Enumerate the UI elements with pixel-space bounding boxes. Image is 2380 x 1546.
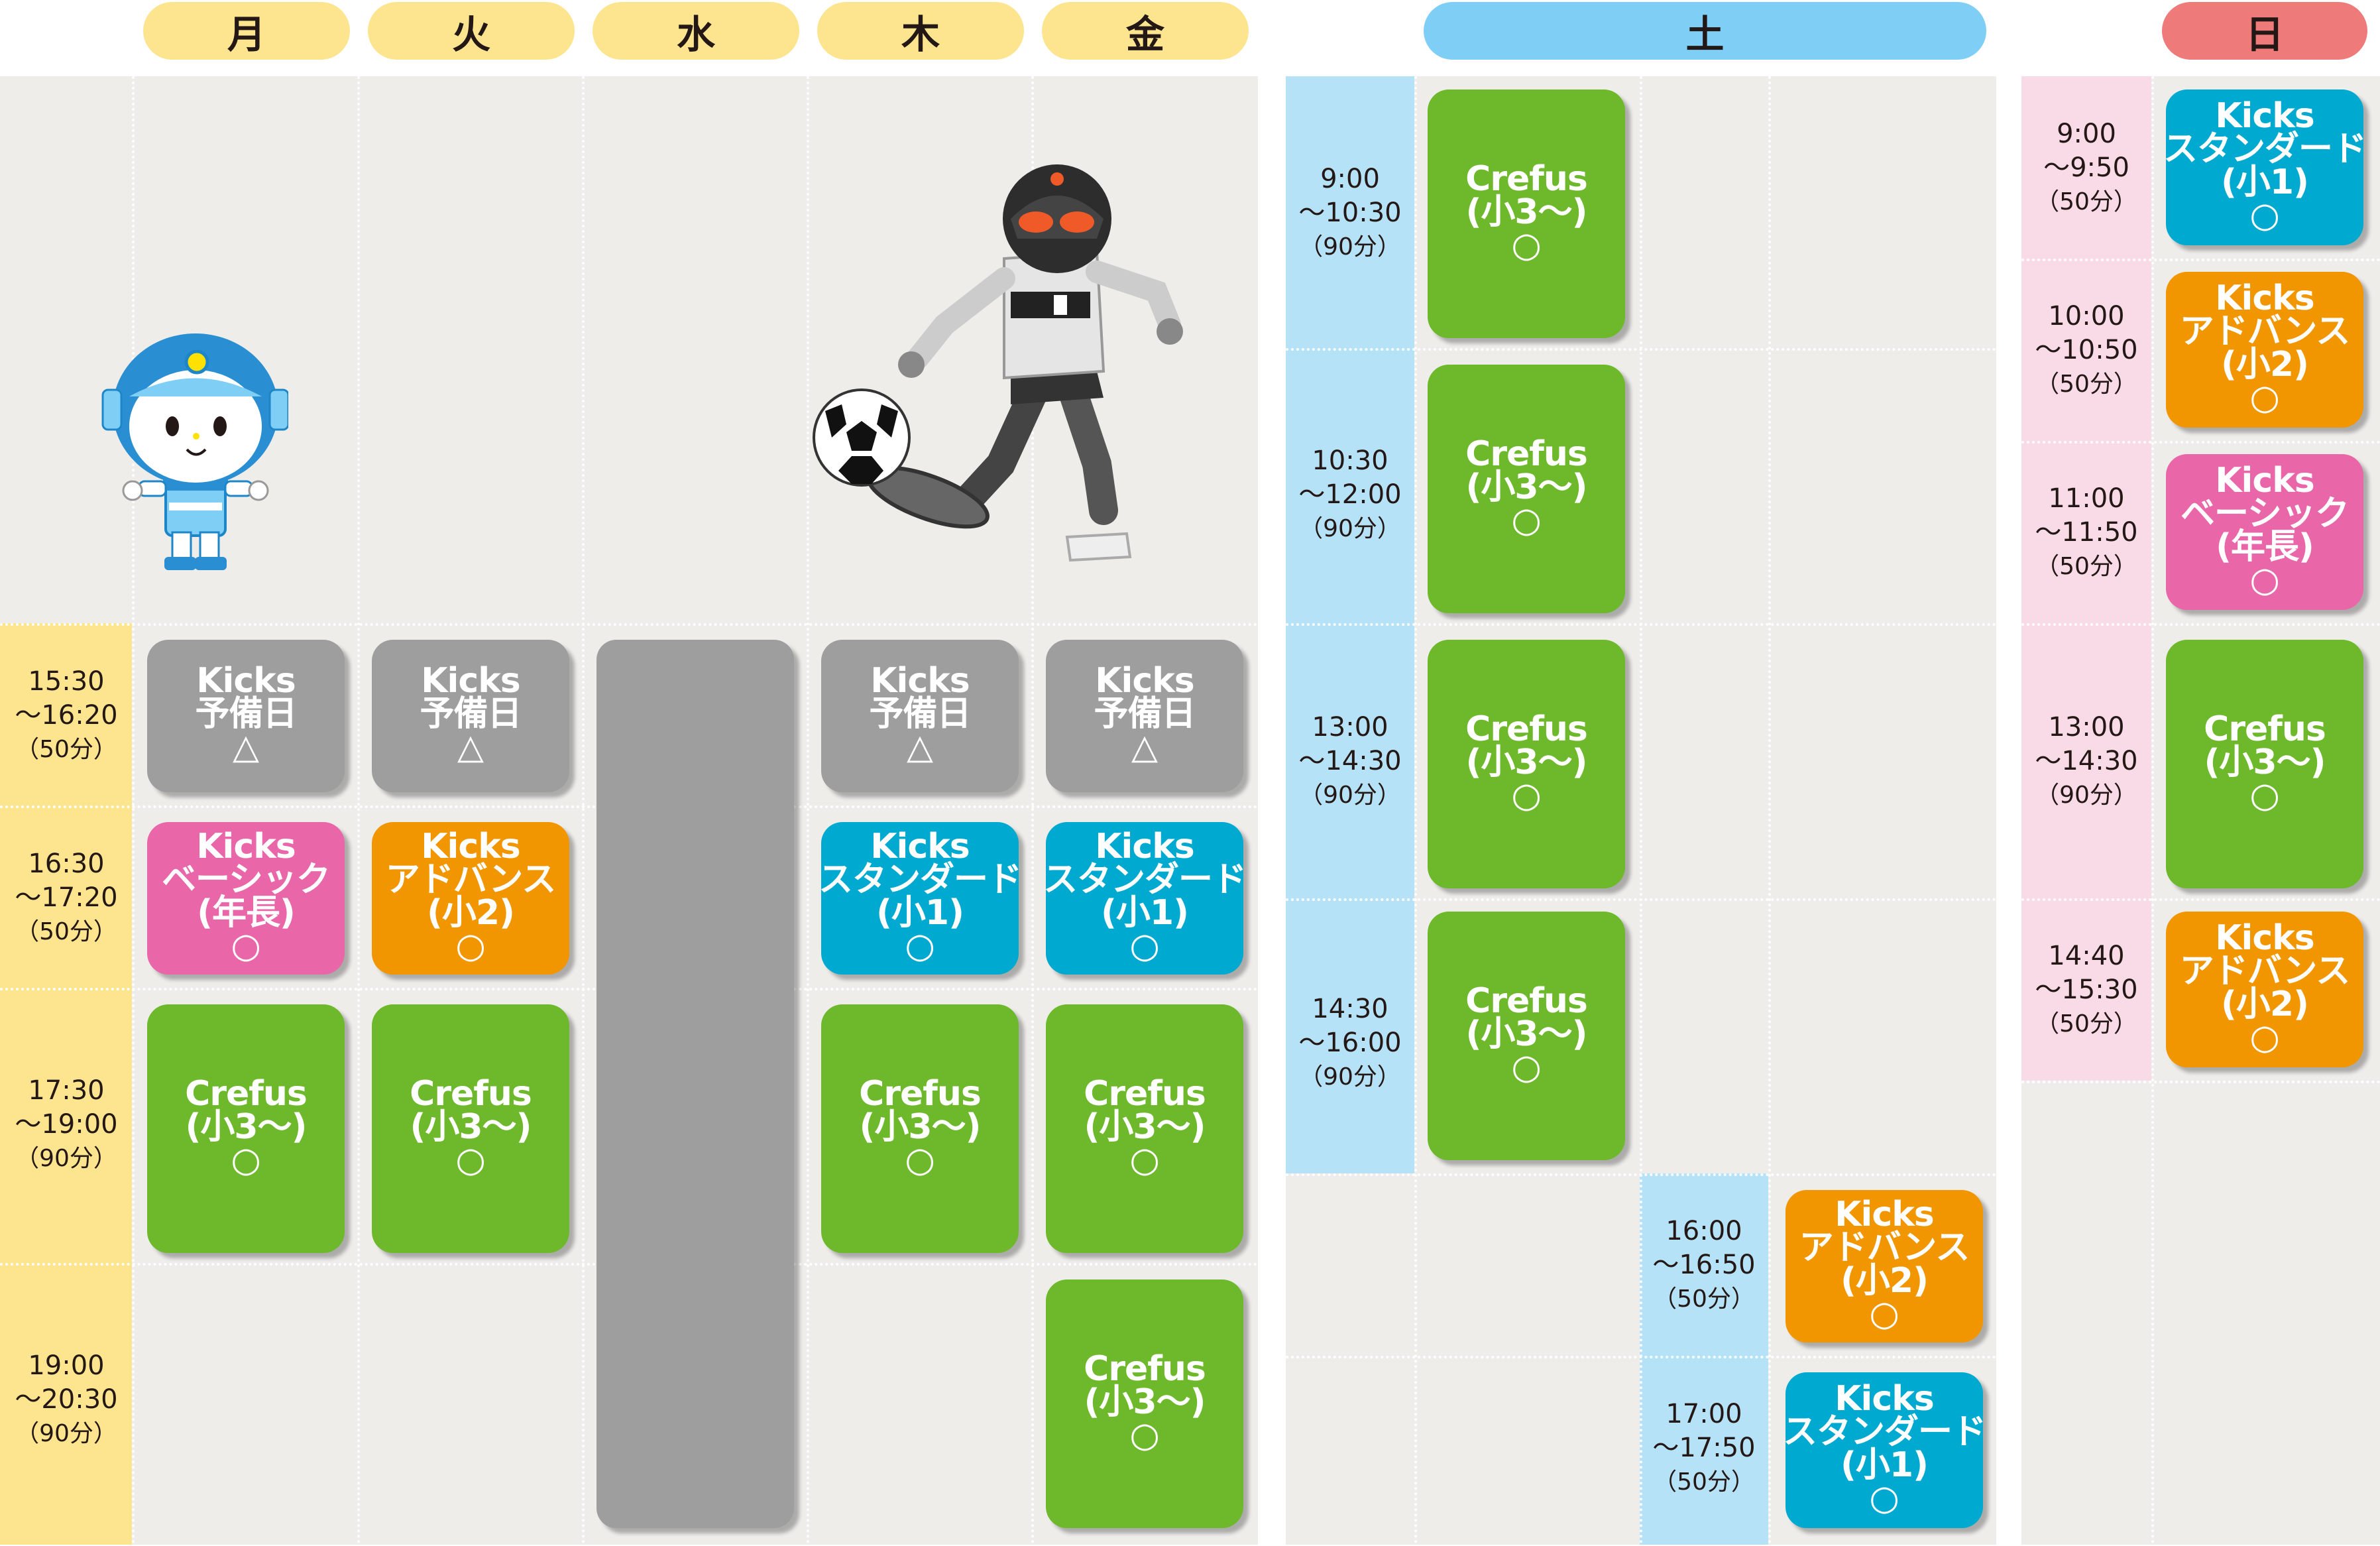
class-card-tue-crefus[interactable]: Crefus(小3～)○ (372, 1004, 569, 1253)
time-slot-sun-0900: 9:00～9:50（50分） (2035, 119, 2137, 215)
time-slot-sat-0900: 9:00～10:30（90分） (1298, 164, 1402, 261)
day-header-sat: 土 (1424, 2, 1986, 60)
day-header-mon: 月 (143, 2, 350, 60)
class-card-sun-crefus[interactable]: Crefus(小3～)○ (2166, 640, 2363, 888)
time-slot-1530: 15:30～16:20（50分） (15, 666, 118, 763)
time-slot-sat-1030: 10:30～12:00（90分） (1298, 446, 1402, 542)
weekday-time-column (0, 623, 132, 1545)
day-header-thu: 木 (817, 2, 1024, 60)
time-slot-sun-1440: 14:40～15:30（50分） (2035, 941, 2138, 1038)
class-card-sat-crefus-1300[interactable]: Crefus(小3～)○ (1428, 640, 1625, 888)
time-slot-sat-1300: 13:00～14:30（90分） (1298, 712, 1402, 809)
class-card-thu-crefus[interactable]: Crefus(小3～)○ (821, 1004, 1019, 1253)
saturday-time-column-pm (1640, 1173, 1768, 1545)
day-header-wed: 水 (593, 2, 799, 60)
day-header-sun: 日 (2162, 2, 2367, 60)
soccer-robot-icon (813, 164, 1183, 562)
class-card-fri-crefus-1900[interactable]: Crefus(小3～)○ (1046, 1279, 1243, 1528)
class-card-fri-crefus-1730[interactable]: Crefus(小3～)○ (1046, 1004, 1243, 1253)
class-card-sat-crefus-1430[interactable]: Crefus(小3～)○ (1428, 912, 1625, 1160)
blue-helmet-robot-mascot-icon (101, 333, 288, 570)
time-slot-1900: 19:00～20:30（90分） (15, 1350, 118, 1447)
time-slot-1630: 16:30～17:20（50分） (15, 849, 118, 945)
time-slot-sun-1100: 11:00～11:50（50分） (2035, 483, 2138, 580)
time-slot-1730: 17:30～19:00（90分） (15, 1075, 118, 1172)
time-slot-sat-1600: 16:00～16:50（50分） (1652, 1216, 1756, 1313)
time-slot-sat-1430: 14:30～16:00（90分） (1298, 994, 1402, 1091)
time-slot-sat-1700: 17:00～17:50（50分） (1652, 1399, 1756, 1496)
class-card-sat-crefus-0900[interactable]: Crefus(小3～)○ (1428, 89, 1625, 338)
class-card-sat-crefus-1030[interactable]: Crefus(小3～)○ (1428, 365, 1625, 613)
wednesday-closed-block (596, 640, 794, 1528)
day-header-tue: 火 (368, 2, 575, 60)
time-slot-sun-1000: 10:00～10:50（50分） (2035, 301, 2138, 398)
sunday-time-column (2021, 76, 2151, 1081)
class-card-mon-crefus[interactable]: Crefus(小3～)○ (147, 1004, 345, 1253)
day-header-fri: 金 (1042, 2, 1249, 60)
time-slot-sun-1300: 13:00～14:30（90分） (2035, 712, 2138, 809)
